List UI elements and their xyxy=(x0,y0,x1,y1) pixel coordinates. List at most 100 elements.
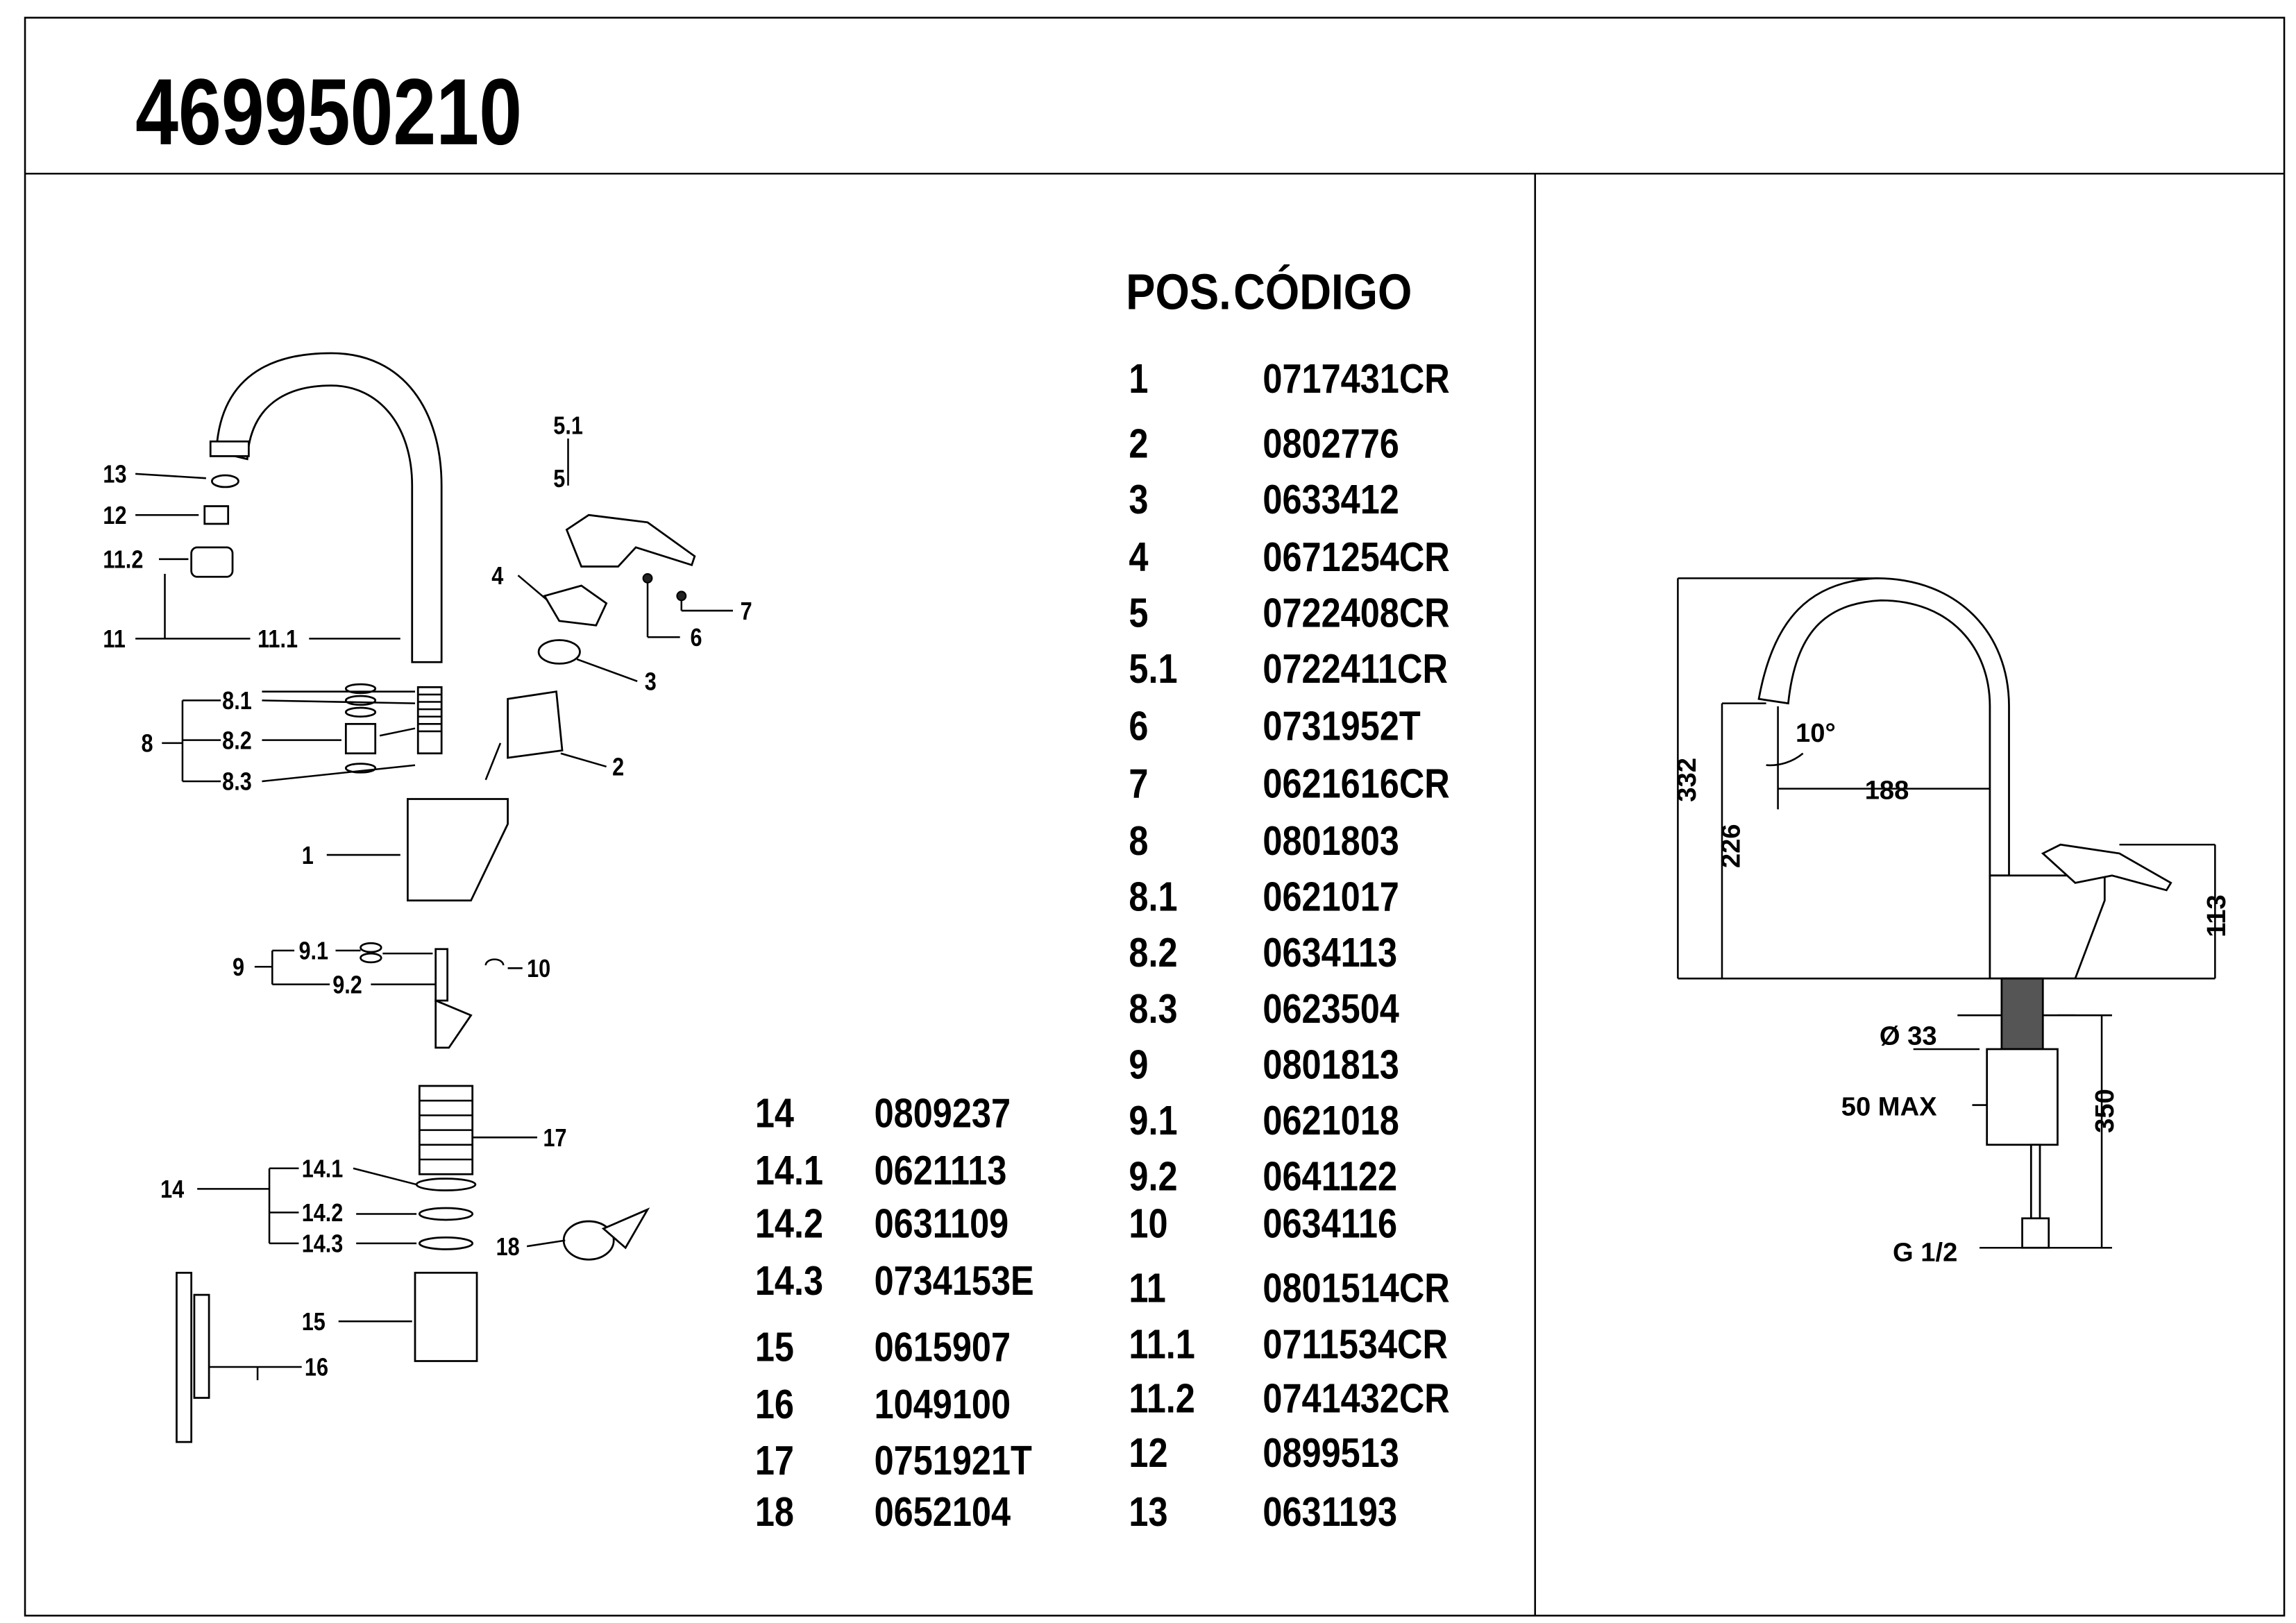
parts-row: 2 0802776 xyxy=(1129,420,1399,467)
part-position: 5.1 xyxy=(1129,645,1177,692)
callout-label: 15 xyxy=(302,1309,326,1336)
cover-4 xyxy=(543,584,608,627)
cap-7 xyxy=(676,590,687,602)
part-code: 0634113 xyxy=(1263,929,1397,976)
callout-label: 7 xyxy=(741,598,752,626)
part-position: 11.2 xyxy=(1129,1375,1195,1422)
part-code: 0809237 xyxy=(875,1089,1011,1136)
dim-body-diameter: Ø 33 xyxy=(1880,1021,1937,1051)
part-position: 11.1 xyxy=(1129,1320,1195,1367)
callout-label: 3 xyxy=(645,668,657,696)
table-header: POS. CÓDIGO xyxy=(1126,264,1412,321)
washer-13 xyxy=(210,474,239,488)
parts-row: 10 0634116 xyxy=(1129,1200,1397,1247)
clip-10 xyxy=(484,958,505,966)
part-code: 0751921T xyxy=(875,1437,1033,1484)
part-code: 0722408CR xyxy=(1263,589,1449,636)
callout-label: 8.2 xyxy=(222,727,252,755)
dimension-view: 332 226 10° 188 113 Ø 33 50 MAX 350 G 1/… xyxy=(1672,577,2231,1267)
part-code: 0711534CR xyxy=(1263,1320,1448,1367)
diverter-8 xyxy=(416,686,443,755)
part-position: 14.3 xyxy=(755,1257,823,1304)
part-code: 0801803 xyxy=(1263,817,1399,864)
part-position: 9.1 xyxy=(1129,1097,1177,1144)
part-position: 16 xyxy=(755,1381,794,1427)
callout-label: 14 xyxy=(160,1176,184,1204)
spout-tip xyxy=(209,440,250,457)
part-position: 18 xyxy=(755,1488,794,1535)
part-code: 0623504 xyxy=(1263,985,1399,1032)
part-position: 10 xyxy=(1129,1200,1167,1247)
part-position: 17 xyxy=(755,1437,794,1484)
part-code: 0722411CR xyxy=(1263,645,1448,692)
part-code: 0615907 xyxy=(875,1324,1011,1370)
part-position: 15 xyxy=(755,1324,794,1370)
part-position: 8.1 xyxy=(1129,874,1177,920)
faucet-spout xyxy=(1757,577,2010,877)
part-code: 0734153E xyxy=(875,1257,1034,1304)
part-position: 8 xyxy=(1129,817,1148,864)
callout-label: 14.3 xyxy=(302,1230,344,1258)
callout-label: 2 xyxy=(612,754,624,781)
part-position: 14.1 xyxy=(755,1147,823,1193)
part-position: 8.2 xyxy=(1129,929,1177,976)
callout-label: 4 xyxy=(491,563,503,590)
part-code: 0631193 xyxy=(1263,1488,1397,1535)
part-position: 3 xyxy=(1129,476,1148,522)
part-position: 9 xyxy=(1129,1041,1148,1087)
part-code: 0621616CR xyxy=(1263,760,1449,806)
parts-row: 11.2 0741432CR xyxy=(1129,1375,1449,1422)
aerator-housing-11-2 xyxy=(190,546,234,578)
part-code: 0652104 xyxy=(875,1488,1011,1535)
part-code: 0634116 xyxy=(1263,1200,1397,1247)
callout-label: 8.3 xyxy=(222,769,252,797)
part-code: 0802776 xyxy=(1263,420,1399,467)
part-code: 0671254CR xyxy=(1263,534,1449,580)
callout-label: 16 xyxy=(305,1354,328,1382)
part-position: 14 xyxy=(755,1089,794,1136)
part-position: 12 xyxy=(1129,1429,1167,1476)
part-code: 0717431CR xyxy=(1263,355,1449,402)
parts-row: 15 0615907 xyxy=(755,1324,1011,1370)
lever-5 xyxy=(565,513,696,568)
dim-max-counter: 50 MAX xyxy=(1841,1091,1937,1121)
callout-label: 18 xyxy=(496,1234,520,1261)
parts-row: 14.3 0734153E xyxy=(755,1257,1034,1304)
part-code: 0899513 xyxy=(1263,1429,1399,1476)
parts-row: 8.2 0634113 xyxy=(1129,929,1397,976)
hose-fitting xyxy=(2021,1217,2050,1249)
callout-label: 9 xyxy=(233,954,244,982)
part-position: 1 xyxy=(1129,355,1148,402)
body-1 xyxy=(407,798,509,902)
callout-label: 12 xyxy=(103,502,126,530)
washer-14-1 xyxy=(415,1178,477,1191)
parts-row: 5.1 0722411CR xyxy=(1129,645,1448,692)
part-position: 14.2 xyxy=(755,1200,823,1247)
parts-row: 12 0899513 xyxy=(1129,1429,1399,1476)
fixing-nut xyxy=(1986,1048,2059,1146)
part-position: 2 xyxy=(1129,420,1148,467)
faucet-shank xyxy=(2000,977,2044,1051)
dim-spout-height: 226 xyxy=(1716,824,1746,868)
product-code-title: 469950210 xyxy=(135,60,522,164)
parts-row: 14 0809237 xyxy=(755,1089,1011,1136)
parts-row: 1 0717431CR xyxy=(1129,355,1449,402)
parts-row: 18 0652104 xyxy=(755,1488,1011,1535)
part-code: 0731952T xyxy=(1263,703,1421,749)
part-code: 0741432CR xyxy=(1263,1375,1449,1422)
part-code: 0801514CR xyxy=(1263,1265,1449,1311)
washer-14-2 xyxy=(418,1207,474,1221)
sheet-border xyxy=(24,17,2286,1617)
dim-thread: G 1/2 xyxy=(1893,1237,1957,1267)
